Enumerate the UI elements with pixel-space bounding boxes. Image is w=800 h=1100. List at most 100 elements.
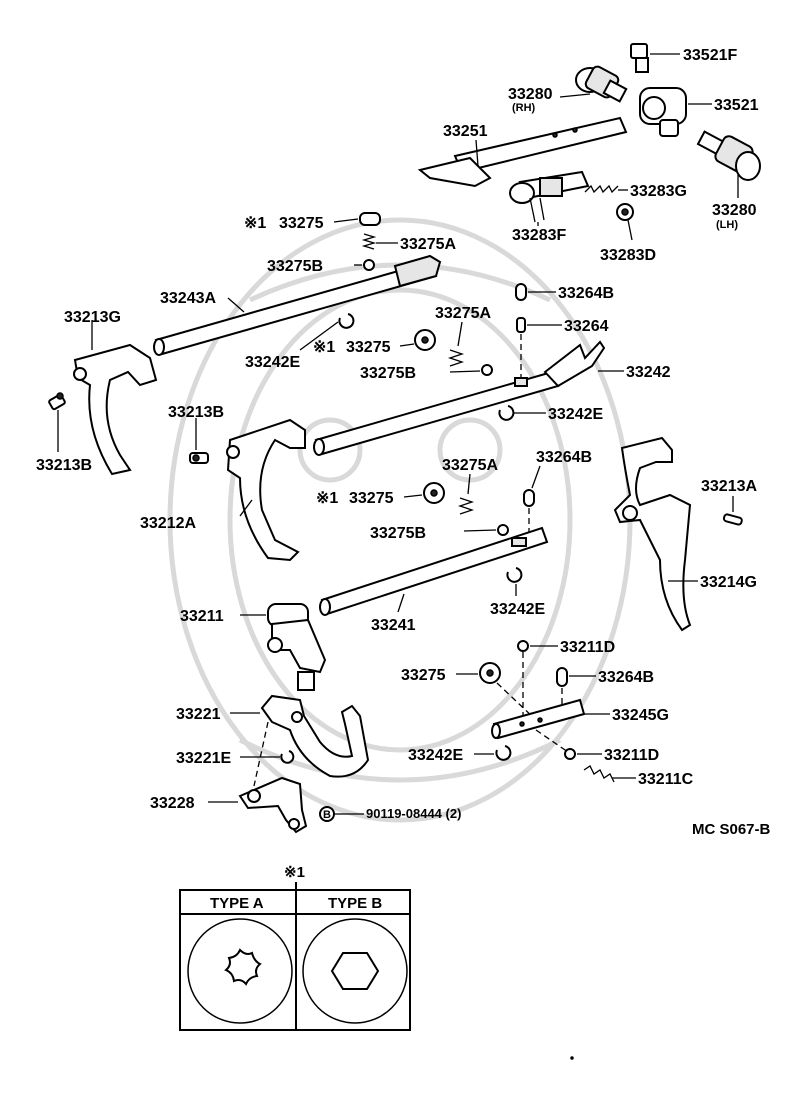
clip-33242E-b xyxy=(498,405,515,421)
watermark-emblem xyxy=(167,217,633,823)
pin-33264B-a xyxy=(515,283,527,301)
pin-33264 xyxy=(516,317,526,333)
label-33275B-top: 33275B xyxy=(267,258,323,275)
label-90119: 90119-08444 (2) xyxy=(366,806,461,821)
label-33242E-a: 33242E xyxy=(245,354,300,371)
clip-33242E-a xyxy=(338,313,355,329)
bolt-marker: B xyxy=(323,809,331,821)
shaft-33251 xyxy=(417,116,628,188)
label-33221E: 33221E xyxy=(176,750,231,767)
fork-33214G xyxy=(613,436,692,632)
label-33264: 33264 xyxy=(564,318,609,335)
plug-33275-top xyxy=(359,212,381,226)
torx-head-icon xyxy=(187,918,293,1024)
clip-33242E-c xyxy=(506,567,523,583)
label-33275A-c: 33275A xyxy=(442,457,498,474)
spring-33275A-top xyxy=(361,233,377,250)
lever-33211 xyxy=(267,603,327,691)
label-33241: 33241 xyxy=(371,617,416,634)
label-33242: 33242 xyxy=(626,364,671,381)
label-33283G: 33283G xyxy=(630,183,687,200)
shaft-33241 xyxy=(319,526,549,616)
label-33242E-d: 33242E xyxy=(408,747,463,764)
spring-33275A-b xyxy=(447,349,465,367)
label-33280-rh-sub: (RH) xyxy=(512,102,536,114)
label-33275-c: 33275 xyxy=(349,490,394,507)
label-33221: 33221 xyxy=(176,706,221,723)
speck xyxy=(570,1056,574,1060)
fork-33212A xyxy=(226,418,306,562)
spring-33283G xyxy=(584,184,619,194)
part-33280-lh xyxy=(696,130,761,181)
plug-33275-c xyxy=(423,482,445,504)
label-33275-b: 33275 xyxy=(346,339,391,356)
label-33275B-c: 33275B xyxy=(370,525,426,542)
pin-33264B-c xyxy=(556,667,568,687)
label-33243A: 33243A xyxy=(160,290,216,307)
spring-33275A-c xyxy=(457,497,475,515)
lever-33283F xyxy=(509,170,590,223)
clip-33221E xyxy=(280,750,295,764)
label-33280-lh: 33280 xyxy=(712,202,757,219)
legend-type-a: TYPE A xyxy=(210,895,264,912)
plug-33275-d xyxy=(479,662,501,684)
part-33280-rh xyxy=(575,65,628,103)
label-33280-lh-sub: (LH) xyxy=(716,219,738,231)
bolt-90119 xyxy=(319,806,335,822)
ball-33275B-b xyxy=(481,364,493,376)
label-33280-rh: 33280 xyxy=(508,86,553,103)
shaft-33245G xyxy=(491,698,586,740)
label-33264B-b: 33264B xyxy=(536,449,592,466)
spring-33211C xyxy=(583,765,615,783)
label-33264B-a: 33264B xyxy=(558,285,614,302)
pin-33213A xyxy=(722,513,743,526)
label-33251: 33251 xyxy=(443,123,488,140)
label-33275A-top: 33275A xyxy=(400,236,456,253)
shaft-33242 xyxy=(313,340,606,456)
label-33275-top: 33275 xyxy=(279,215,324,232)
label-33275-b-mark: ※1 xyxy=(313,339,335,356)
legend-type-b: TYPE B xyxy=(328,895,382,912)
label-33521: 33521 xyxy=(714,97,759,114)
label-33283D: 33283D xyxy=(600,247,656,264)
ball-33275B-c xyxy=(497,524,509,536)
label-33211C: 33211C xyxy=(638,771,694,788)
housing-33521 xyxy=(639,87,687,137)
label-33213B-middle: 33213B xyxy=(168,404,224,421)
label-33275B-b: 33275B xyxy=(360,365,416,382)
shaft-33243A xyxy=(153,254,442,356)
label-33228: 33228 xyxy=(150,795,195,812)
ball-33211D-a xyxy=(517,640,529,652)
ball-33211D-b xyxy=(564,748,576,760)
legend-table: ※1 TYPE A TYPE B xyxy=(179,864,411,1031)
label-33213G: 33213G xyxy=(64,309,121,326)
label-33213B-left: 33213B xyxy=(36,457,92,474)
pin-33264B-b xyxy=(523,489,535,507)
label-33211: 33211 xyxy=(180,608,224,625)
label-33212A: 33212A xyxy=(140,515,196,532)
diagram-code: MC S067-B xyxy=(692,821,771,838)
label-33211D-b: 33211D xyxy=(604,747,659,764)
bolt-33521F xyxy=(630,43,649,73)
label-33211D-a: 33211D xyxy=(560,639,615,656)
label-33264B-c: 33264B xyxy=(598,669,654,686)
label-33275A-b: 33275A xyxy=(435,305,491,322)
label-33275-d: 33275 xyxy=(401,667,446,684)
bracket-33228 xyxy=(238,776,308,834)
label-33245G: 33245G xyxy=(612,707,669,724)
bolt-33213B-middle xyxy=(189,452,209,464)
label-33242E-c: 33242E xyxy=(490,601,545,618)
legend-marker: ※1 xyxy=(284,864,305,881)
label-33275-top-mark: ※1 xyxy=(244,215,266,232)
clip-33242E-d xyxy=(495,745,512,761)
plug-33283D xyxy=(616,203,634,221)
ball-33275B-top xyxy=(363,259,375,271)
fork-33221 xyxy=(260,694,370,778)
hex-head-icon xyxy=(302,918,408,1024)
label-33283F: 33283F xyxy=(512,227,566,244)
plug-33275-b xyxy=(414,329,436,351)
label-33213A: 33213A xyxy=(701,478,757,495)
label-33275-c-mark: ※1 xyxy=(316,490,338,507)
bolt-33213B-left xyxy=(48,392,66,411)
